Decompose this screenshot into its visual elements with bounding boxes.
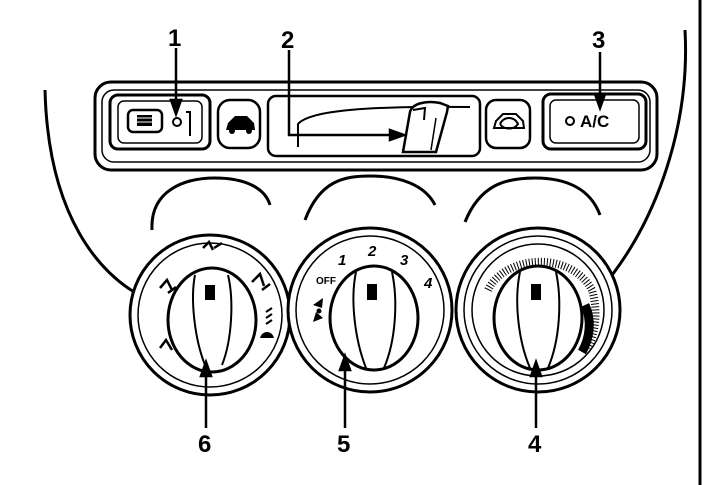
windscreen-demist-icon: [260, 307, 274, 338]
ac-button-label: A/C: [580, 112, 609, 131]
fan-off-label: OFF: [316, 276, 336, 287]
defrost-indicator-led: [172, 117, 182, 127]
fresh-air-button[interactable]: [216, 98, 262, 150]
air-distribution-slider[interactable]: [266, 94, 482, 158]
callout-6: 6: [198, 431, 211, 458]
slider-lever[interactable]: [401, 100, 450, 154]
dial-housings: [150, 174, 602, 231]
temperature-knob[interactable]: [492, 264, 584, 372]
top-control-strip: [93, 80, 659, 172]
rear-window-defrost-icon: [126, 108, 164, 134]
callout-arrows: [169, 48, 607, 428]
fan-speed-2-label: 2: [367, 243, 377, 260]
fresh-air-car-icon: [226, 116, 255, 134]
air-distribution-dial[interactable]: [128, 233, 292, 397]
fan-speed-4-label: 4: [423, 275, 433, 292]
recirculation-button[interactable]: [484, 98, 532, 150]
fan-speed-3-label: 3: [400, 252, 409, 269]
callout-4: 4: [528, 431, 542, 458]
fan-speed-dial[interactable]: OFF 1 2 3 4: [286, 226, 454, 394]
air-distribution-knob[interactable]: [166, 266, 258, 374]
fan-speed-1-label: 1: [338, 252, 346, 269]
callout-5: 5: [337, 431, 350, 458]
fan-speed-knob[interactable]: [328, 264, 420, 372]
temperature-dial[interactable]: [454, 226, 622, 394]
vent-mode-icons: [159, 239, 271, 351]
ac-button[interactable]: A/C: [541, 92, 648, 151]
callout-3: 3: [592, 27, 605, 54]
dashboard-outline-right: [598, 29, 688, 291]
callout-1: 1: [168, 25, 181, 52]
air-recirculation-icon: [492, 113, 526, 130]
rear-defrost-button[interactable]: [108, 93, 212, 151]
ac-indicator-led: [565, 116, 575, 126]
fan-icon: [313, 298, 323, 322]
callout-2: 2: [281, 27, 294, 54]
